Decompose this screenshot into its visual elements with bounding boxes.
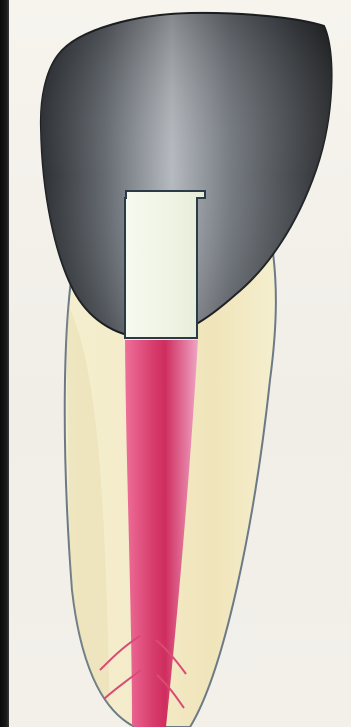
post-core [125,191,205,338]
